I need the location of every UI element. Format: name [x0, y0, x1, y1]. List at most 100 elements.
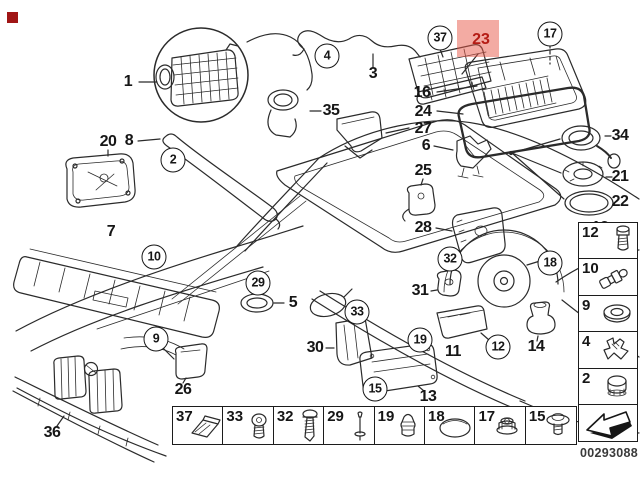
balloon-34[interactable]: 34 [611, 127, 629, 144]
balloon-21[interactable]: 21 [611, 168, 629, 185]
oval-cap-icon [439, 418, 471, 438]
strip-cell-32[interactable]: 32 [272, 406, 325, 445]
strip-cell-18[interactable]: 18 [424, 406, 477, 445]
washer-screw-icon [546, 413, 570, 436]
cell-number: 12 [582, 224, 599, 241]
plug-part [526, 301, 556, 342]
cell-number: 29 [327, 408, 344, 425]
balloon-6[interactable]: 6 [421, 137, 431, 154]
strip-cell-19[interactable]: 19 [373, 406, 426, 445]
sill-strip-part [436, 305, 490, 341]
fasteners-column: 12 10 9 4 2 [578, 222, 638, 443]
torx-screw-icon [616, 225, 630, 251]
strut-cover-part [65, 149, 136, 208]
balloon-27[interactable]: 27 [414, 120, 432, 137]
balloon-22[interactable]: 22 [611, 193, 629, 210]
clip-icon [191, 415, 221, 438]
back-arrow-icon [586, 411, 632, 440]
col-cell-12[interactable]: 12 [578, 222, 638, 260]
screw-icon [251, 413, 268, 439]
cell-number: 32 [276, 408, 294, 425]
balloon-12[interactable]: 12 [485, 334, 511, 360]
bumper-carrier-part [12, 376, 159, 463]
back-arrow-cell[interactable] [578, 404, 638, 443]
small-cover-part [174, 343, 208, 384]
bracket-25-part [402, 178, 436, 222]
cowl-panel-part [13, 248, 220, 338]
doc-number: 00293088 [579, 446, 638, 460]
balloon-33[interactable]: 33 [344, 299, 370, 325]
balloon-35[interactable]: 35 [322, 102, 340, 119]
balloon-24[interactable]: 24 [414, 103, 432, 120]
plug-icon [400, 413, 416, 437]
cabin-duct-detail [138, 27, 313, 123]
strip-cell-37[interactable]: 37 [172, 406, 224, 445]
strip-cell-15[interactable]: 15 [524, 406, 577, 445]
hose-part [292, 30, 421, 68]
col-cell-9[interactable]: 9 [578, 294, 638, 333]
highlight-box-23 [457, 20, 499, 57]
balloon-20[interactable]: 20 [99, 133, 117, 150]
grommet-icon [603, 304, 631, 323]
balloon-32[interactable]: 32 [437, 246, 463, 272]
balloon-1[interactable]: 1 [123, 73, 133, 90]
hood-seal-part [137, 133, 281, 230]
balloon-9[interactable]: 9 [143, 326, 169, 352]
balloon-31[interactable]: 31 [411, 282, 429, 299]
strip-cell-29[interactable]: 29 [323, 406, 376, 445]
col-cell-2[interactable]: 2 [578, 367, 638, 406]
clamp-part [430, 269, 462, 297]
duct-opening-part [267, 89, 322, 138]
balloon-7[interactable]: 7 [106, 223, 116, 240]
cell-number: 15 [528, 408, 546, 425]
balloon-16[interactable]: 16 [413, 84, 431, 101]
fitting-icon [599, 269, 628, 290]
arch-trim-part [435, 207, 506, 264]
cell-number: 2 [582, 369, 591, 387]
balloon-2[interactable]: 2 [160, 147, 186, 173]
cell-number: 17 [478, 408, 496, 425]
cell-number: 18 [428, 408, 445, 425]
balloon-23[interactable]: 23 [472, 31, 490, 48]
spring-clip-icon [603, 337, 629, 360]
balloon-14[interactable]: 14 [527, 338, 545, 355]
balloon-11[interactable]: 11 [445, 343, 461, 360]
tread-plate-part [359, 343, 438, 394]
cell-number: 33 [226, 408, 244, 425]
balloon-19[interactable]: 19 [407, 327, 433, 353]
balloon-30[interactable]: 30 [306, 339, 324, 356]
balloon-17[interactable]: 17 [537, 21, 563, 47]
strip-cell-33[interactable]: 33 [222, 406, 275, 445]
fasteners-strip: 37 33 32 29 19 18 17 15 [172, 406, 577, 445]
balloon-25[interactable]: 25 [414, 162, 432, 179]
balloon-15[interactable]: 15 [362, 376, 388, 402]
balloon-37[interactable]: 37 [427, 25, 453, 51]
balloon-26[interactable]: 26 [174, 381, 192, 398]
cell-number: 37 [176, 408, 193, 425]
red-watermark-square [7, 12, 18, 23]
balloon-28[interactable]: 28 [414, 219, 432, 236]
col-cell-10[interactable]: 10 [578, 258, 638, 297]
cell-number: 9 [582, 296, 591, 314]
long-screw-icon [302, 409, 318, 442]
nut-icon [496, 417, 519, 435]
balloon-8[interactable]: 8 [124, 132, 134, 149]
cell-number: 4 [582, 333, 591, 351]
balloon-29[interactable]: 29 [245, 270, 271, 296]
balloon-36[interactable]: 36 [43, 424, 61, 441]
strip-cell-17[interactable]: 17 [474, 406, 527, 445]
balloon-4[interactable]: 4 [314, 43, 340, 69]
cell-number: 19 [377, 408, 395, 425]
col-cell-4[interactable]: 4 [578, 331, 638, 370]
bracket-6-part [433, 135, 492, 179]
balloon-13[interactable]: 13 [419, 388, 437, 405]
knurled-cap-icon [607, 375, 627, 397]
balloon-5[interactable]: 5 [288, 294, 298, 311]
balloon-18[interactable]: 18 [537, 250, 563, 276]
balloon-10[interactable]: 10 [141, 244, 167, 270]
balloon-3[interactable]: 3 [368, 65, 378, 82]
pin-icon [354, 411, 366, 441]
cell-number: 10 [582, 260, 599, 278]
